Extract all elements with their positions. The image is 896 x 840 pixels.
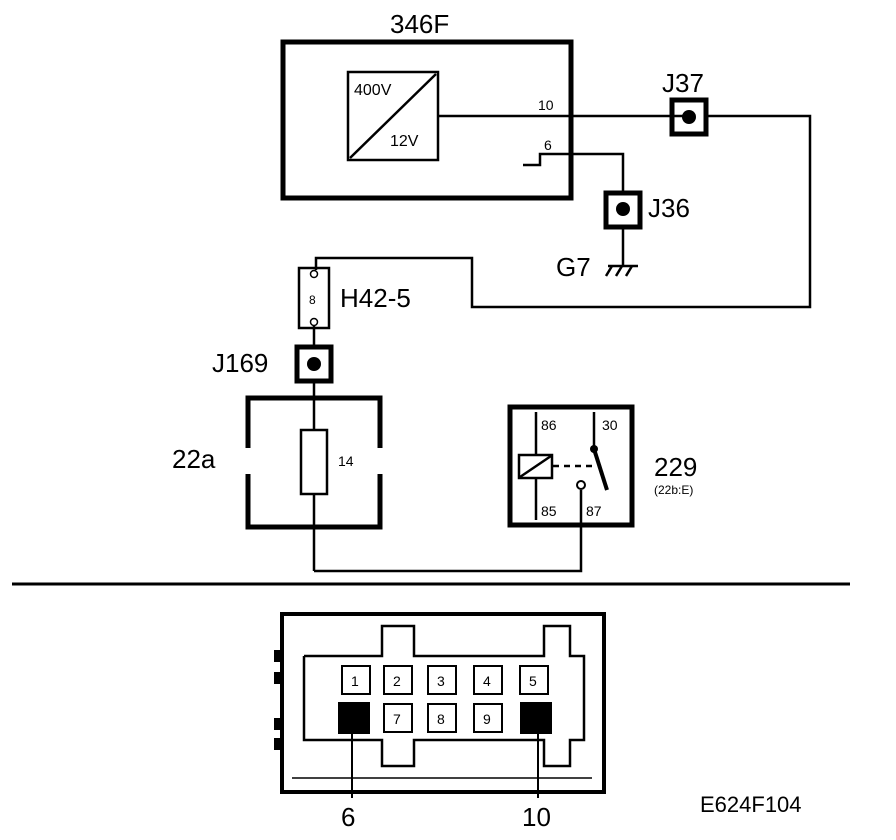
svg-text:3: 3 bbox=[437, 673, 445, 689]
connector-pin-2: 2 bbox=[383, 665, 413, 695]
connector-h42-pin-label: 8 bbox=[309, 293, 316, 307]
splice-j37-label: J37 bbox=[662, 68, 704, 98]
figure-code: E624F104 bbox=[700, 792, 802, 817]
splice-j169-dot bbox=[307, 357, 321, 371]
splice-j169-label: J169 bbox=[212, 348, 268, 378]
pin-10-label: 10 bbox=[538, 97, 554, 113]
converter-output-label: 12V bbox=[390, 133, 419, 150]
wire-j37-to-h42 bbox=[314, 114, 812, 309]
svg-text:9: 9 bbox=[483, 711, 491, 727]
converter-346f-box bbox=[280, 39, 574, 201]
splice-j37-dot bbox=[682, 110, 696, 124]
connector-pin-10-filled bbox=[520, 702, 552, 734]
connector-pin-7: 7 bbox=[383, 703, 413, 733]
relay-pin-86: 86 bbox=[541, 417, 557, 433]
relay-coil-symbol bbox=[517, 453, 554, 480]
connector-h42-top-pin bbox=[309, 269, 319, 279]
splice-j36-dot bbox=[616, 202, 630, 216]
wire-pin6 bbox=[523, 152, 625, 194]
connector-pin-5: 5 bbox=[519, 665, 549, 695]
connector-pin-8: 8 bbox=[427, 703, 457, 733]
connector-h42-label: H42-5 bbox=[340, 283, 411, 313]
connector-pin-1: 1 bbox=[341, 665, 371, 695]
connector-pin-4: 4 bbox=[473, 665, 503, 695]
relay-pin-30: 30 bbox=[602, 417, 618, 433]
relay-229-box bbox=[507, 404, 635, 528]
fuse-14-symbol bbox=[299, 428, 329, 496]
relay-contact-87 bbox=[576, 480, 586, 490]
svg-text:2: 2 bbox=[393, 673, 401, 689]
connector-h42-bottom-pin bbox=[309, 317, 319, 327]
converter-diagonal bbox=[349, 73, 437, 159]
svg-text:5: 5 bbox=[529, 673, 537, 689]
ground-symbol bbox=[604, 264, 638, 277]
converter-346f-label: 346F bbox=[390, 9, 449, 39]
converter-input-label: 400V bbox=[354, 82, 392, 99]
pin-6-label: 6 bbox=[544, 137, 552, 153]
svg-text:4: 4 bbox=[483, 673, 491, 689]
splice-j36-label: J36 bbox=[648, 193, 690, 223]
relay-pin-87: 87 bbox=[586, 503, 602, 519]
relay-pin-85: 85 bbox=[541, 503, 557, 519]
fuse-14-label: 14 bbox=[338, 453, 354, 469]
svg-text:1: 1 bbox=[351, 673, 359, 689]
relay-229-reference: (22b:E) bbox=[654, 483, 693, 497]
svg-text:8: 8 bbox=[437, 711, 445, 727]
connector-face-view bbox=[274, 612, 606, 794]
callout-10-label: 10 bbox=[522, 802, 551, 832]
svg-text:7: 7 bbox=[393, 711, 401, 727]
fusebox-22a-label: 22a bbox=[172, 444, 216, 474]
connector-pin-6-filled bbox=[338, 702, 370, 734]
callout-6-label: 6 bbox=[341, 802, 355, 832]
relay-229-label: 229 bbox=[654, 452, 697, 482]
ground-g7-label: G7 bbox=[556, 252, 591, 282]
wire-fuse-to-relay-87 bbox=[314, 490, 583, 573]
connector-pin-3: 3 bbox=[427, 665, 457, 695]
connector-pin-9: 9 bbox=[473, 703, 503, 733]
relay-switch-arm bbox=[592, 448, 609, 491]
